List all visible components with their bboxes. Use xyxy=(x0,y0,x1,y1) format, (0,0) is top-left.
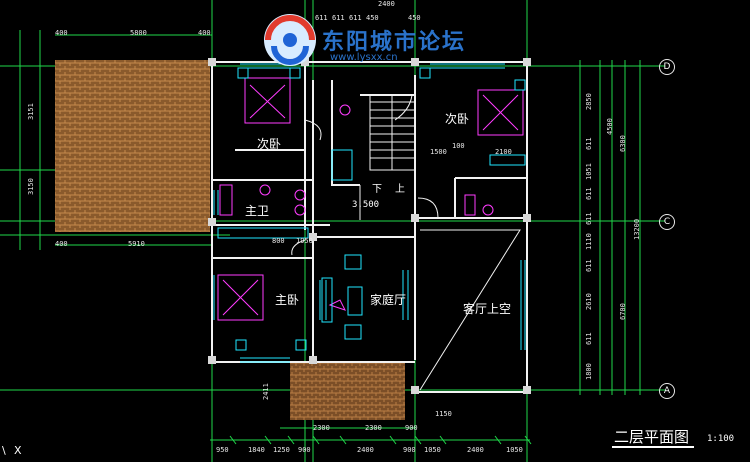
bottom-roof-tiles xyxy=(290,362,405,420)
furniture xyxy=(217,77,524,321)
dim-right-13200: 13200 xyxy=(633,218,641,240)
dim-inner-1950: 1950 xyxy=(296,237,313,245)
dim-right-611-d: 611 xyxy=(585,259,593,272)
dim-right-1051: 1051 xyxy=(585,163,593,180)
bed-lines xyxy=(222,84,519,316)
close-glyph: X xyxy=(14,444,22,457)
dim-right-611-a: 611 xyxy=(585,137,593,150)
stair-up-label: 上 xyxy=(395,184,405,195)
dim-right-2610: 2610 xyxy=(585,293,593,310)
dim-bottom-2400-b: 2400 xyxy=(467,446,484,454)
dim-bottom-900-b: 900 xyxy=(403,446,416,454)
title-underline xyxy=(612,446,694,448)
dim-bottom-inner-900: 900 xyxy=(405,424,418,432)
columns xyxy=(208,58,531,394)
dim-top-450-a: 450 xyxy=(366,14,379,22)
dim-bottom-inner-2300-b: 2300 xyxy=(365,424,382,432)
dim-bottom-1250: 1250 xyxy=(273,446,290,454)
dim-right-4500: 4500 xyxy=(606,118,614,135)
stair-down-label: 下 xyxy=(372,184,382,195)
dim-inner-100: 100 xyxy=(452,142,465,150)
dim-bottom-2400-a: 2400 xyxy=(357,446,374,454)
dim-top-left-edge-2: 400 xyxy=(198,29,211,37)
dim-right-6300: 6300 xyxy=(619,135,627,152)
dim-bottom-1050-b: 1050 xyxy=(506,446,523,454)
dim-right-611-b: 611 xyxy=(585,187,593,200)
dimension-ticks xyxy=(229,435,532,445)
dim-top-450-b: 450 xyxy=(408,14,421,22)
room-label-bedroom-top-right: 次卧 xyxy=(445,112,470,126)
dim-bottom-1840: 1840 xyxy=(248,446,265,454)
room-label-family-hall: 家庭厅 xyxy=(370,293,407,307)
dim-right-1800: 1800 xyxy=(585,363,593,380)
dim-left-3150: 3150 xyxy=(27,178,35,195)
dim-left-2411: 2411 xyxy=(262,383,270,400)
dim-right-2850: 2850 xyxy=(585,93,593,110)
room-label-bedroom-top-left: 次卧 xyxy=(257,137,282,151)
axis-marker-d: D xyxy=(659,59,675,75)
room-label-bath: 主卫 xyxy=(245,204,270,218)
living-void-diagonal xyxy=(419,229,521,391)
dim-top-2400: 2400 xyxy=(378,0,395,8)
dim-inner-210: 1150 xyxy=(435,410,452,418)
dim-inner-800: 800 xyxy=(272,237,285,245)
door-swings xyxy=(291,94,439,256)
dim-right-611-c: 611 xyxy=(585,212,593,225)
level-mark: 3.500 xyxy=(352,200,380,210)
dim-mid-left-400: 400 xyxy=(55,240,68,248)
dim-top-left-width: 5800 xyxy=(130,29,147,37)
dim-bottom-900-a: 900 xyxy=(298,446,311,454)
dim-right-1110: 1110 xyxy=(585,233,593,250)
dim-top-611-b: 611 xyxy=(332,14,345,22)
dim-inner-1500: 1500 xyxy=(430,148,447,156)
dim-right-611-e: 611 xyxy=(585,332,593,345)
dim-inner-2100: 2100 xyxy=(495,148,512,156)
corner-glyph: \ xyxy=(2,444,6,457)
dim-top-left-edge: 400 xyxy=(55,29,68,37)
fixtures xyxy=(217,67,526,351)
axis-marker-c: C xyxy=(659,214,675,230)
dim-top-611-c: 611 xyxy=(349,14,362,22)
dim-left-3151: 3151 xyxy=(27,103,35,120)
dim-bottom-950: 950 xyxy=(216,446,229,454)
drawing-scale: 1:100 xyxy=(707,434,735,444)
dim-mid-left-5910: 5910 xyxy=(128,240,145,248)
dim-bottom-inner-2300-a: 2300 xyxy=(313,424,330,432)
drawing-title: 二层平面图 xyxy=(614,428,690,446)
axis-marker-a: A xyxy=(659,383,675,399)
watermark-text: 东阳城市论坛 xyxy=(322,29,467,55)
stairs xyxy=(359,94,416,220)
dim-bottom-1050-a: 1050 xyxy=(424,446,441,454)
room-label-master-bedroom: 主卧 xyxy=(275,293,300,307)
dim-top-611-a: 611 xyxy=(315,14,328,22)
dim-right-6700: 6700 xyxy=(619,303,627,320)
left-roof-tiles xyxy=(55,60,210,232)
watermark-logo xyxy=(264,14,316,66)
room-label-living-void: 客厅上空 xyxy=(463,302,512,316)
watermark-url: www.lysxx.cn xyxy=(330,52,398,63)
